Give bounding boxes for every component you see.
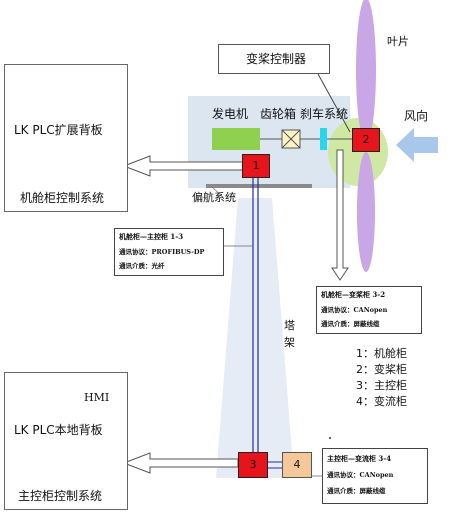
blade-upper-icon xyxy=(356,0,376,142)
generator-block xyxy=(212,128,260,150)
comm-box-3-4-medium: 通讯介质：屏蔽线缆 xyxy=(327,487,386,495)
nacelle-panel-title: LK PLC扩展背板 xyxy=(14,123,103,137)
gearbox-label: 齿轮箱 xyxy=(260,107,297,121)
blade-label: 叶片 xyxy=(387,35,409,48)
legend-item: 3：主控柜 xyxy=(356,378,407,392)
comm-box-3-2-medium: 通讯介质：屏蔽线缆 xyxy=(321,320,380,328)
node-2-pitch-cabinet: 2 xyxy=(352,128,380,152)
comm-box-3-2: 机舱柜—变桨柜 3-2 通讯协议：CANopen 通讯介质：屏蔽线缆 xyxy=(316,286,422,334)
yaw-system-label: 偏航系统 xyxy=(192,191,236,204)
nacelle-cabinet-frame xyxy=(4,64,128,212)
main-panel-title: LK PLC本地背板 xyxy=(14,423,103,437)
legend-item: 4：变流柜 xyxy=(356,394,407,408)
comm-box-3-4: 主控柜—变流柜 3-4 通讯协议：CANopen 通讯介质：屏蔽线缆 xyxy=(322,448,428,504)
pitch-link-line xyxy=(317,73,351,133)
hmi-label: HMI xyxy=(84,391,110,404)
brake-system-label: 刹车系统 xyxy=(300,107,349,121)
comm-box-3-2-protocol: 通讯协议：CANopen xyxy=(321,306,388,314)
nacelle-system-label: 机舱柜控制系统 xyxy=(20,191,105,205)
comm-box-3-4-protocol: 通讯协议：CANopen xyxy=(327,471,394,479)
blade-lower-icon xyxy=(357,152,375,272)
arrow-to-nacelle-cabinet xyxy=(122,155,244,177)
comm-box-1-3: 机舱柜—主控柜 1-3 通讯协议：PROFIBUS-DP 通讯介质：光纤 xyxy=(114,228,224,276)
comm-box-3-2-title: 机舱柜—变桨柜 3-2 xyxy=(321,290,386,299)
node-legend: 1：机舱柜 2：变桨柜 3：主控柜 4：变流柜 xyxy=(356,346,407,410)
main-system-label: 主控柜控制系统 xyxy=(18,489,103,503)
generator-label: 发电机 xyxy=(212,107,249,121)
node-4-converter-cabinet: 4 xyxy=(282,452,312,478)
wind-direction-label: 风向 xyxy=(404,109,429,123)
arrow-down-to-box-3-2 xyxy=(331,149,349,281)
arrow-to-main-cabinet xyxy=(122,452,239,474)
pitch-controller-box xyxy=(218,44,330,74)
tower-shape xyxy=(216,198,294,478)
yaw-bearing-bar xyxy=(206,184,312,188)
node-3-main-cabinet: 3 xyxy=(238,452,268,478)
tower-label: 塔 架 xyxy=(284,319,295,349)
pitch-controller-label: 变桨控制器 xyxy=(246,52,307,66)
comm-box-1-3-protocol: 通讯协议：PROFIBUS-DP xyxy=(119,248,205,256)
node-1-nacelle-cabinet: 1 xyxy=(242,154,270,178)
legend-item: 2：变桨柜 xyxy=(356,362,407,376)
wind-arrow-icon xyxy=(396,128,438,162)
legend-item: 1：机舱柜 xyxy=(356,347,407,360)
main-cabinet-frame xyxy=(4,372,128,510)
brake-block xyxy=(320,128,327,150)
comm-box-3-4-title: 主控柜—变流柜 3-4 xyxy=(327,454,392,463)
comm-box-1-3-title: 机舱柜—主控柜 1-3 xyxy=(119,232,184,241)
comm-box-1-3-medium: 通讯介质：光纤 xyxy=(119,262,165,270)
